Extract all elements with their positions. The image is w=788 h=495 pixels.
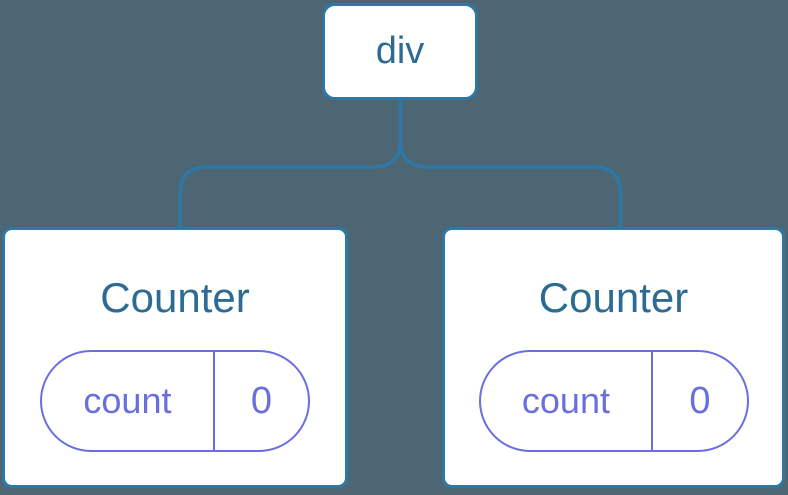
counter-node-2: Counter count 0: [442, 227, 785, 488]
state-pill: count 0: [40, 350, 310, 452]
connector-left-branch: [178, 99, 403, 228]
state-value: 0: [250, 379, 273, 422]
counter-node-1: Counter count 0: [2, 227, 348, 488]
root-node-div: div: [322, 3, 478, 100]
state-key: count: [481, 352, 654, 450]
counter-title: Counter: [100, 274, 250, 321]
state-pill: count 0: [478, 350, 749, 452]
counter-title: Counter: [538, 274, 689, 321]
state-value: 0: [689, 379, 711, 422]
root-node-label: div: [375, 30, 425, 72]
connector-right-branch: [398, 99, 623, 228]
state-key: count: [42, 352, 215, 450]
